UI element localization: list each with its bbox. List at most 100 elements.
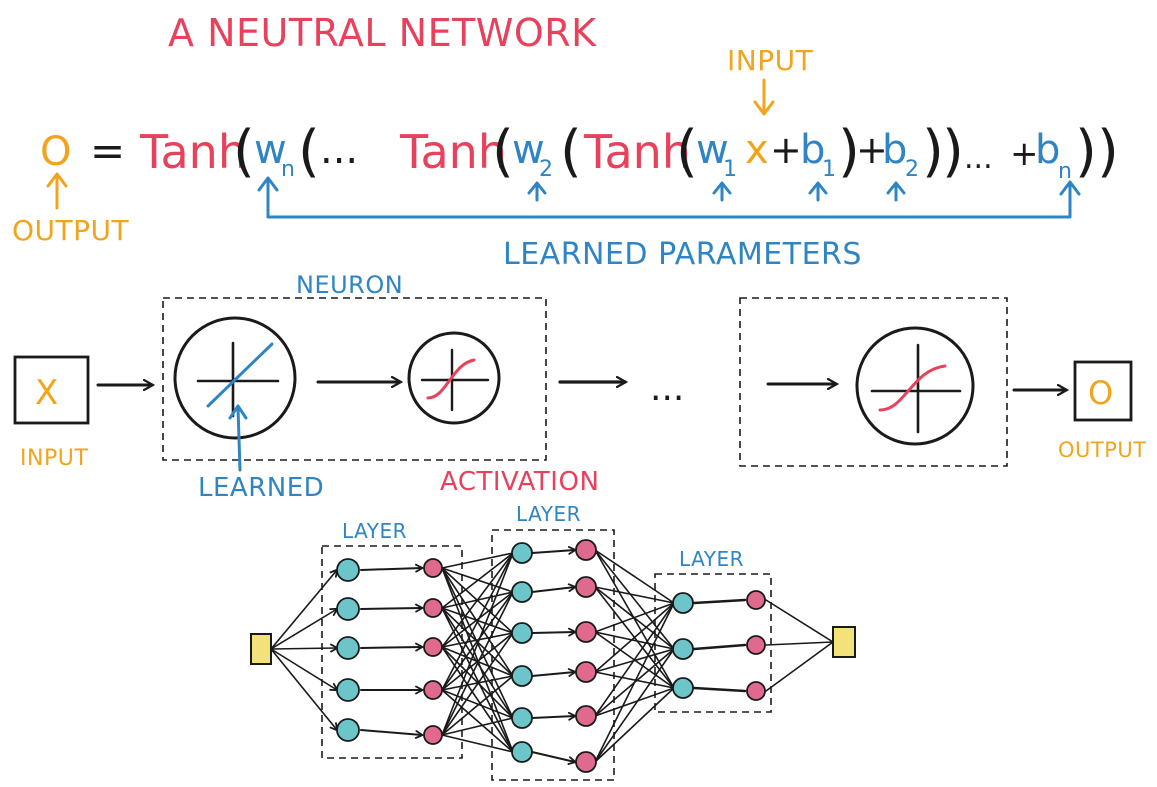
network-edge bbox=[692, 643, 747, 651]
pipeline-output-label: OUTPUT bbox=[1058, 438, 1147, 462]
network-edge bbox=[594, 602, 675, 673]
equation-w-1: w bbox=[696, 127, 729, 173]
pipeline: X INPUT NEURON LEARNED ACTIVATION ... bbox=[13, 271, 1147, 503]
equation-paren-8: ) bbox=[942, 119, 964, 184]
network-node bbox=[746, 635, 766, 655]
pipeline-input-symbol: X bbox=[35, 373, 58, 413]
equation-w-2-sub: 2 bbox=[539, 157, 553, 182]
equation-tanh-outer: Tanh bbox=[139, 125, 247, 179]
network-edge bbox=[270, 570, 337, 650]
equation-b-2-sub: 2 bbox=[905, 157, 919, 182]
network-node bbox=[575, 661, 597, 683]
network-edge bbox=[441, 591, 514, 736]
network-edge bbox=[594, 549, 675, 650]
equation-w-n: w bbox=[254, 127, 287, 173]
network-node bbox=[746, 590, 766, 610]
network-edge bbox=[441, 591, 514, 648]
network-edge bbox=[765, 641, 834, 692]
network-edge bbox=[270, 609, 337, 650]
network-edge bbox=[594, 687, 675, 717]
network-node bbox=[511, 542, 533, 564]
network-edge bbox=[594, 602, 675, 717]
pipeline-output-symbol: O bbox=[1088, 374, 1113, 412]
network-edge bbox=[594, 586, 675, 604]
equation-w-n-sub: n bbox=[281, 157, 295, 182]
equation-output-symbol: O bbox=[40, 129, 71, 175]
equation-input-label: INPUT bbox=[727, 44, 814, 77]
network-edge bbox=[594, 549, 675, 604]
equation-paren-10: ) bbox=[1097, 119, 1119, 184]
equation-plus-3: + bbox=[1010, 134, 1039, 174]
activation-unit-1 bbox=[407, 331, 501, 425]
network-node bbox=[423, 637, 443, 657]
equation-paren-6: ) bbox=[838, 119, 860, 184]
network-node bbox=[575, 539, 597, 561]
layer-label-2: LAYER bbox=[516, 502, 581, 526]
network-node bbox=[423, 680, 443, 700]
network-node bbox=[511, 581, 533, 603]
activation-label: ACTIVATION bbox=[440, 467, 599, 497]
equation-b-n: b bbox=[1035, 127, 1060, 173]
equation-paren-9: ) bbox=[1075, 119, 1097, 184]
network-node bbox=[672, 638, 694, 660]
pipeline-input-label: INPUT bbox=[20, 446, 88, 471]
neuron-box-last bbox=[739, 297, 1008, 467]
learned-label: LEARNED bbox=[198, 473, 324, 503]
diagram-title: A NEUTRAL NETWORK bbox=[168, 11, 597, 55]
network-edge bbox=[531, 716, 575, 718]
network-node bbox=[423, 598, 443, 618]
learned-arrow bbox=[228, 404, 248, 472]
network-edge bbox=[441, 552, 514, 691]
equation-plus-1: + bbox=[770, 128, 802, 172]
network-edges bbox=[270, 549, 834, 763]
network-edge bbox=[765, 599, 834, 643]
network-node bbox=[336, 597, 360, 621]
network-edge bbox=[594, 687, 675, 763]
neuron-label: NEURON bbox=[296, 271, 403, 299]
network-output-box bbox=[832, 626, 856, 658]
network: LAYER LAYER LAYER bbox=[250, 502, 856, 781]
network-edge bbox=[594, 602, 675, 763]
equation-paren-5: ( bbox=[676, 119, 698, 184]
network-node bbox=[511, 622, 533, 644]
network-node bbox=[575, 621, 597, 643]
network-edge bbox=[270, 648, 337, 649]
network-edge bbox=[441, 717, 514, 736]
network-edge bbox=[360, 568, 422, 570]
equation-input-arrow bbox=[753, 78, 775, 116]
network-node bbox=[511, 665, 533, 687]
layer-box-2 bbox=[491, 529, 615, 781]
layer-label-1: LAYER bbox=[342, 519, 407, 543]
equation-dots-1: ... bbox=[320, 127, 358, 173]
network-node bbox=[511, 741, 533, 763]
network-edge bbox=[270, 648, 337, 730]
network-node bbox=[575, 576, 597, 598]
neuron-box bbox=[162, 297, 547, 461]
network-node bbox=[672, 677, 694, 699]
network-edge bbox=[441, 552, 514, 609]
network-edge bbox=[441, 591, 514, 691]
equation: O = Tanh ( w n ( ... Tanh ( w 2 ( Tanh (… bbox=[12, 44, 1119, 272]
network-edge bbox=[441, 552, 514, 736]
network-edge bbox=[360, 647, 422, 648]
network-edge bbox=[441, 552, 514, 569]
pipeline-input-box bbox=[13, 355, 90, 425]
network-edge bbox=[441, 632, 514, 736]
network-edge bbox=[531, 632, 575, 633]
network-node bbox=[575, 705, 597, 727]
network-edge bbox=[594, 648, 675, 763]
network-edge bbox=[441, 552, 514, 648]
equation-output-arrow bbox=[46, 172, 68, 210]
pipeline-output-box bbox=[1073, 360, 1133, 422]
equation-b-n-sub: n bbox=[1058, 159, 1072, 184]
equation-paren-7: ) bbox=[922, 119, 944, 184]
network-edge bbox=[531, 550, 575, 553]
layer-label-3: LAYER bbox=[679, 547, 744, 571]
learned-parameters-label: LEARNED PARAMETERS bbox=[503, 237, 862, 272]
tanh-curve-1 bbox=[426, 358, 476, 400]
network-edge bbox=[594, 671, 675, 689]
network-node bbox=[423, 725, 443, 745]
network-edge bbox=[441, 632, 514, 691]
network-node bbox=[336, 636, 360, 660]
